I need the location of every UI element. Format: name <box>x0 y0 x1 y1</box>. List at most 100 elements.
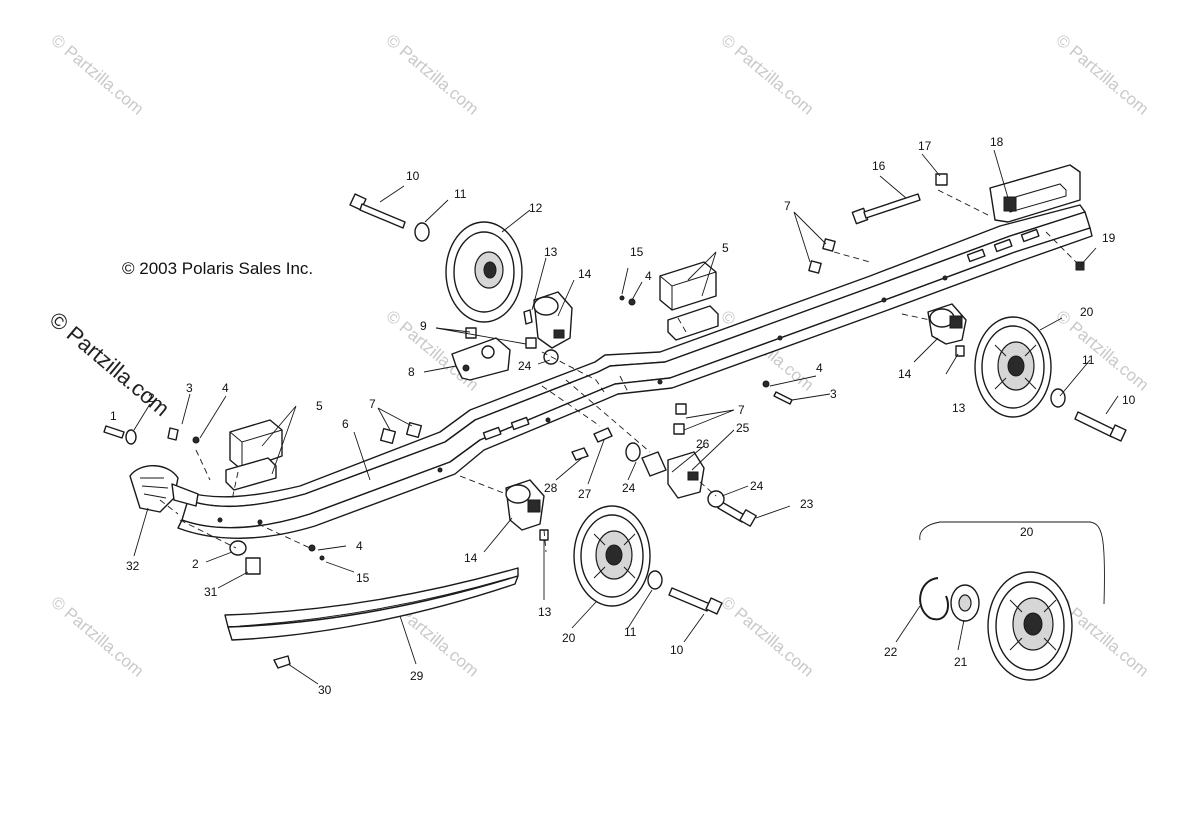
callout-4: 4 <box>356 539 363 553</box>
nut-7 <box>808 260 822 274</box>
callout-7: 7 <box>738 403 745 417</box>
watermark-side-text: © Partzilla.com <box>45 307 175 421</box>
callout-28: 28 <box>544 481 558 495</box>
screw-3 <box>167 427 179 441</box>
wheel-12 <box>445 221 523 323</box>
callout-17: 17 <box>918 139 932 153</box>
callout-18: 18 <box>990 135 1004 149</box>
screw-15 <box>619 295 625 301</box>
bracket-20 <box>919 521 1105 605</box>
callout-4: 4 <box>816 361 823 375</box>
watermark-text: © Partzilla.com <box>1052 31 1152 119</box>
nut-17 <box>935 173 948 186</box>
bolt-23 <box>717 501 757 527</box>
washer-11 <box>1050 388 1066 408</box>
callout-23: 23 <box>800 497 814 511</box>
bolt-16 <box>851 193 921 225</box>
bolt-10-top <box>349 193 406 229</box>
callout-21: 21 <box>954 655 968 669</box>
callout-24: 24 <box>750 479 764 493</box>
callout-13: 13 <box>544 245 558 259</box>
nut-4 <box>762 380 770 388</box>
bracket-8 <box>451 337 511 381</box>
callout-10: 10 <box>1122 393 1136 407</box>
callout-7: 7 <box>369 397 376 411</box>
callout-2: 2 <box>192 557 199 571</box>
callout-5: 5 <box>722 241 729 255</box>
bracket-5-top <box>659 261 719 341</box>
callout-24: 24 <box>518 359 532 373</box>
callout-26: 26 <box>696 437 710 451</box>
bolt-1 <box>103 425 125 439</box>
callout-8: 8 <box>408 365 415 379</box>
callout-20: 20 <box>1020 525 1034 539</box>
front-tip <box>129 465 199 513</box>
washer-2 <box>229 540 247 556</box>
nut-4 <box>192 436 200 444</box>
callout-14: 14 <box>898 367 912 381</box>
axle-housing-14 <box>533 291 573 349</box>
assembly-lines <box>159 189 1077 553</box>
callout-30: 30 <box>318 683 332 697</box>
nut-4 <box>308 544 316 552</box>
bearing-21 <box>950 584 980 622</box>
screw-13 <box>955 345 965 357</box>
callout-10: 10 <box>406 169 420 183</box>
washer-24 <box>625 442 641 462</box>
callout-4: 4 <box>645 269 652 283</box>
callout-14: 14 <box>464 551 478 565</box>
callout-31: 31 <box>204 585 218 599</box>
watermark-text: © Partzilla.com <box>382 31 482 119</box>
callout-2: 2 <box>148 391 155 405</box>
callout-11: 11 <box>1082 353 1095 367</box>
callout-20: 20 <box>1080 305 1094 319</box>
pin-27 <box>593 427 613 443</box>
idler-block-25 <box>667 451 705 499</box>
callout-3: 3 <box>830 387 837 401</box>
callout-13: 13 <box>538 605 552 619</box>
copyright-text: © 2003 Polaris Sales Inc. <box>122 259 313 278</box>
callout-15: 15 <box>356 571 370 585</box>
callout-29: 29 <box>410 669 424 683</box>
callout-24: 24 <box>622 481 636 495</box>
callout-32: 32 <box>126 559 140 573</box>
screw-13 <box>523 309 533 325</box>
leader-lines <box>133 149 1119 685</box>
nut-9 <box>465 327 477 339</box>
bracket-5-left <box>225 419 283 491</box>
watermark-text: © Partzilla.com <box>47 31 147 119</box>
callout-3: 3 <box>186 381 193 395</box>
bolt-10-right <box>1074 411 1127 442</box>
callout-16: 16 <box>872 159 886 173</box>
snap-ring-22 <box>919 577 949 621</box>
nut-4 <box>628 298 636 306</box>
callout-11: 11 <box>454 187 467 201</box>
nut-7 <box>379 427 397 445</box>
callout-15: 15 <box>630 245 644 259</box>
callout-13: 13 <box>952 401 966 415</box>
washer-11 <box>414 222 430 242</box>
bolt-10-bottom <box>668 587 723 615</box>
wheel-20-right <box>974 316 1052 418</box>
watermark-text: © Partzilla.com <box>47 593 147 681</box>
callout-4: 4 <box>222 381 229 395</box>
screw-15 <box>319 555 325 561</box>
watermark-text: © Partzilla.com <box>1052 307 1152 395</box>
nut-31 <box>245 557 261 575</box>
callout-14: 14 <box>578 267 592 281</box>
callout-labels: 10 11 12 13 14 15 4 5 16 17 18 7 19 9 8 … <box>110 135 1136 697</box>
callout-9: 9 <box>420 319 427 333</box>
axle-housing-14 <box>927 303 967 345</box>
nut-7 <box>673 423 685 435</box>
rail-rear-cap <box>989 164 1081 223</box>
nut-7 <box>822 238 836 252</box>
wear-strip <box>224 567 519 641</box>
wheel-20-bottom <box>573 505 651 607</box>
nut-7 <box>405 421 423 439</box>
washer-11 <box>647 570 663 590</box>
axle-housing-14 <box>505 479 545 531</box>
callout-22: 22 <box>884 645 898 659</box>
watermark-text: © Partzilla.com <box>717 31 817 119</box>
callout-5: 5 <box>316 399 323 413</box>
